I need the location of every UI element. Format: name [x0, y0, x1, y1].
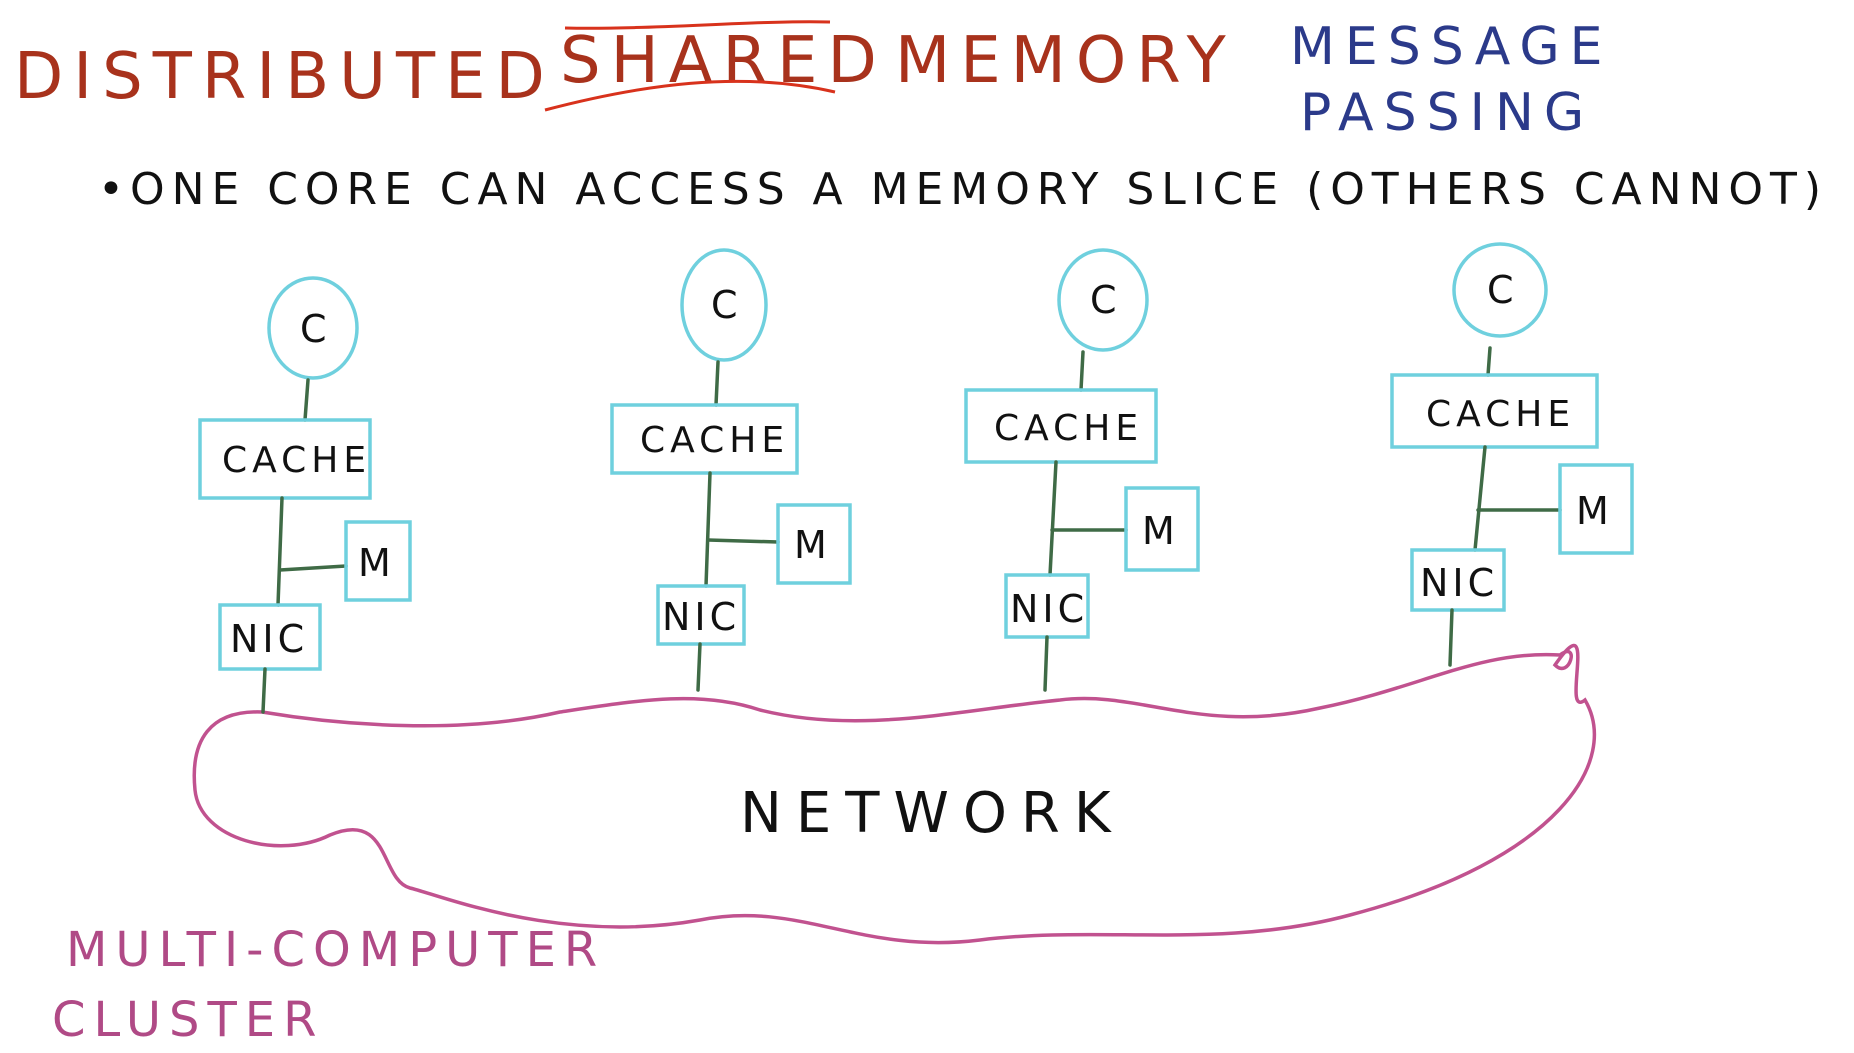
- bullet-text: ONE CORE CAN ACCESS A MEMORY SLICE (OTHE…: [130, 164, 1830, 215]
- cache-4: [1390, 373, 1599, 449]
- wire-nic-network-2: [696, 642, 702, 692]
- bullet-marker: •: [98, 164, 133, 215]
- core-4-label: C: [1487, 268, 1518, 312]
- memory-2: [776, 503, 852, 585]
- wire-nic-network-1: [261, 667, 267, 714]
- core-3-label: C: [1090, 278, 1121, 322]
- core-2-label: C: [711, 283, 742, 327]
- wire-cache-nic-4: [1473, 445, 1487, 552]
- wire-cache-nic-3: [1048, 460, 1058, 577]
- nic-2-label: NIC: [662, 595, 740, 639]
- node-3: C CACHE M NIC: [964, 248, 1200, 692]
- memory-4-label: M: [1576, 489, 1613, 533]
- wire-core-cache-3: [1079, 350, 1085, 392]
- message-passing-line1: MESSAGE: [1290, 17, 1613, 77]
- cache-3-label: CACHE: [994, 408, 1143, 449]
- cache-1-label: CACHE: [222, 440, 371, 481]
- nic-1: [218, 603, 322, 671]
- cluster-label: MULTI-COMPUTER CLUSTER: [52, 922, 605, 1048]
- title: DISTRIBUTED SHARED MEMORY: [14, 20, 1236, 114]
- network-label: NETWORK: [740, 781, 1125, 846]
- core-3: [1057, 248, 1149, 352]
- wire-core-cache-1: [303, 378, 310, 422]
- wire-cache-nic-2: [704, 471, 712, 588]
- core-1: [267, 276, 359, 380]
- title-distributed: DISTRIBUTED: [14, 40, 555, 114]
- wire-memory-2: [706, 538, 780, 544]
- strike-line-top: [564, 20, 831, 30]
- nic-1-label: NIC: [230, 617, 308, 661]
- cache-1: [198, 418, 372, 500]
- wire-nic-network-4: [1448, 608, 1454, 667]
- nic-4: [1410, 548, 1506, 612]
- wire-nic-network-3: [1043, 635, 1049, 692]
- cache-3: [964, 388, 1158, 464]
- memory-4: [1558, 463, 1634, 555]
- message-passing-label: MESSAGE PASSING: [1290, 17, 1613, 143]
- wire-core-cache-2: [714, 360, 720, 407]
- title-memory: MEMORY: [895, 24, 1236, 98]
- strike-line-bottom: [544, 79, 836, 112]
- core-1-label: C: [300, 307, 331, 351]
- network-outline: [192, 644, 1597, 945]
- bullet-point: • ONE CORE CAN ACCESS A MEMORY SLICE (OT…: [98, 164, 1830, 215]
- node-2: C CACHE M NIC: [610, 248, 852, 692]
- title-shared-struck: SHARED: [560, 24, 887, 98]
- cluster-label-line2: CLUSTER: [52, 992, 324, 1048]
- memory-1: [344, 520, 412, 602]
- core-4: [1452, 242, 1548, 338]
- wire-memory-1: [278, 564, 348, 572]
- memory-1-label: M: [358, 541, 395, 585]
- cache-2-label: CACHE: [640, 420, 789, 461]
- nic-4-label: NIC: [1420, 561, 1498, 605]
- cache-4-label: CACHE: [1426, 394, 1575, 435]
- cluster-label-line1: MULTI-COMPUTER: [66, 922, 605, 978]
- memory-3: [1124, 486, 1200, 572]
- memory-2-label: M: [794, 523, 831, 567]
- nic-3-label: NIC: [1010, 587, 1088, 631]
- node-4: C CACHE M NIC: [1390, 242, 1634, 667]
- memory-3-label: M: [1142, 509, 1179, 553]
- wire-cache-nic-1: [276, 496, 284, 607]
- node-1: C CACHE M NIC: [198, 276, 412, 714]
- core-2: [680, 248, 768, 362]
- network-cloud: NETWORK: [192, 644, 1597, 945]
- message-passing-line2: PASSING: [1300, 83, 1594, 143]
- cache-2: [610, 403, 799, 475]
- wire-core-cache-4: [1486, 346, 1492, 377]
